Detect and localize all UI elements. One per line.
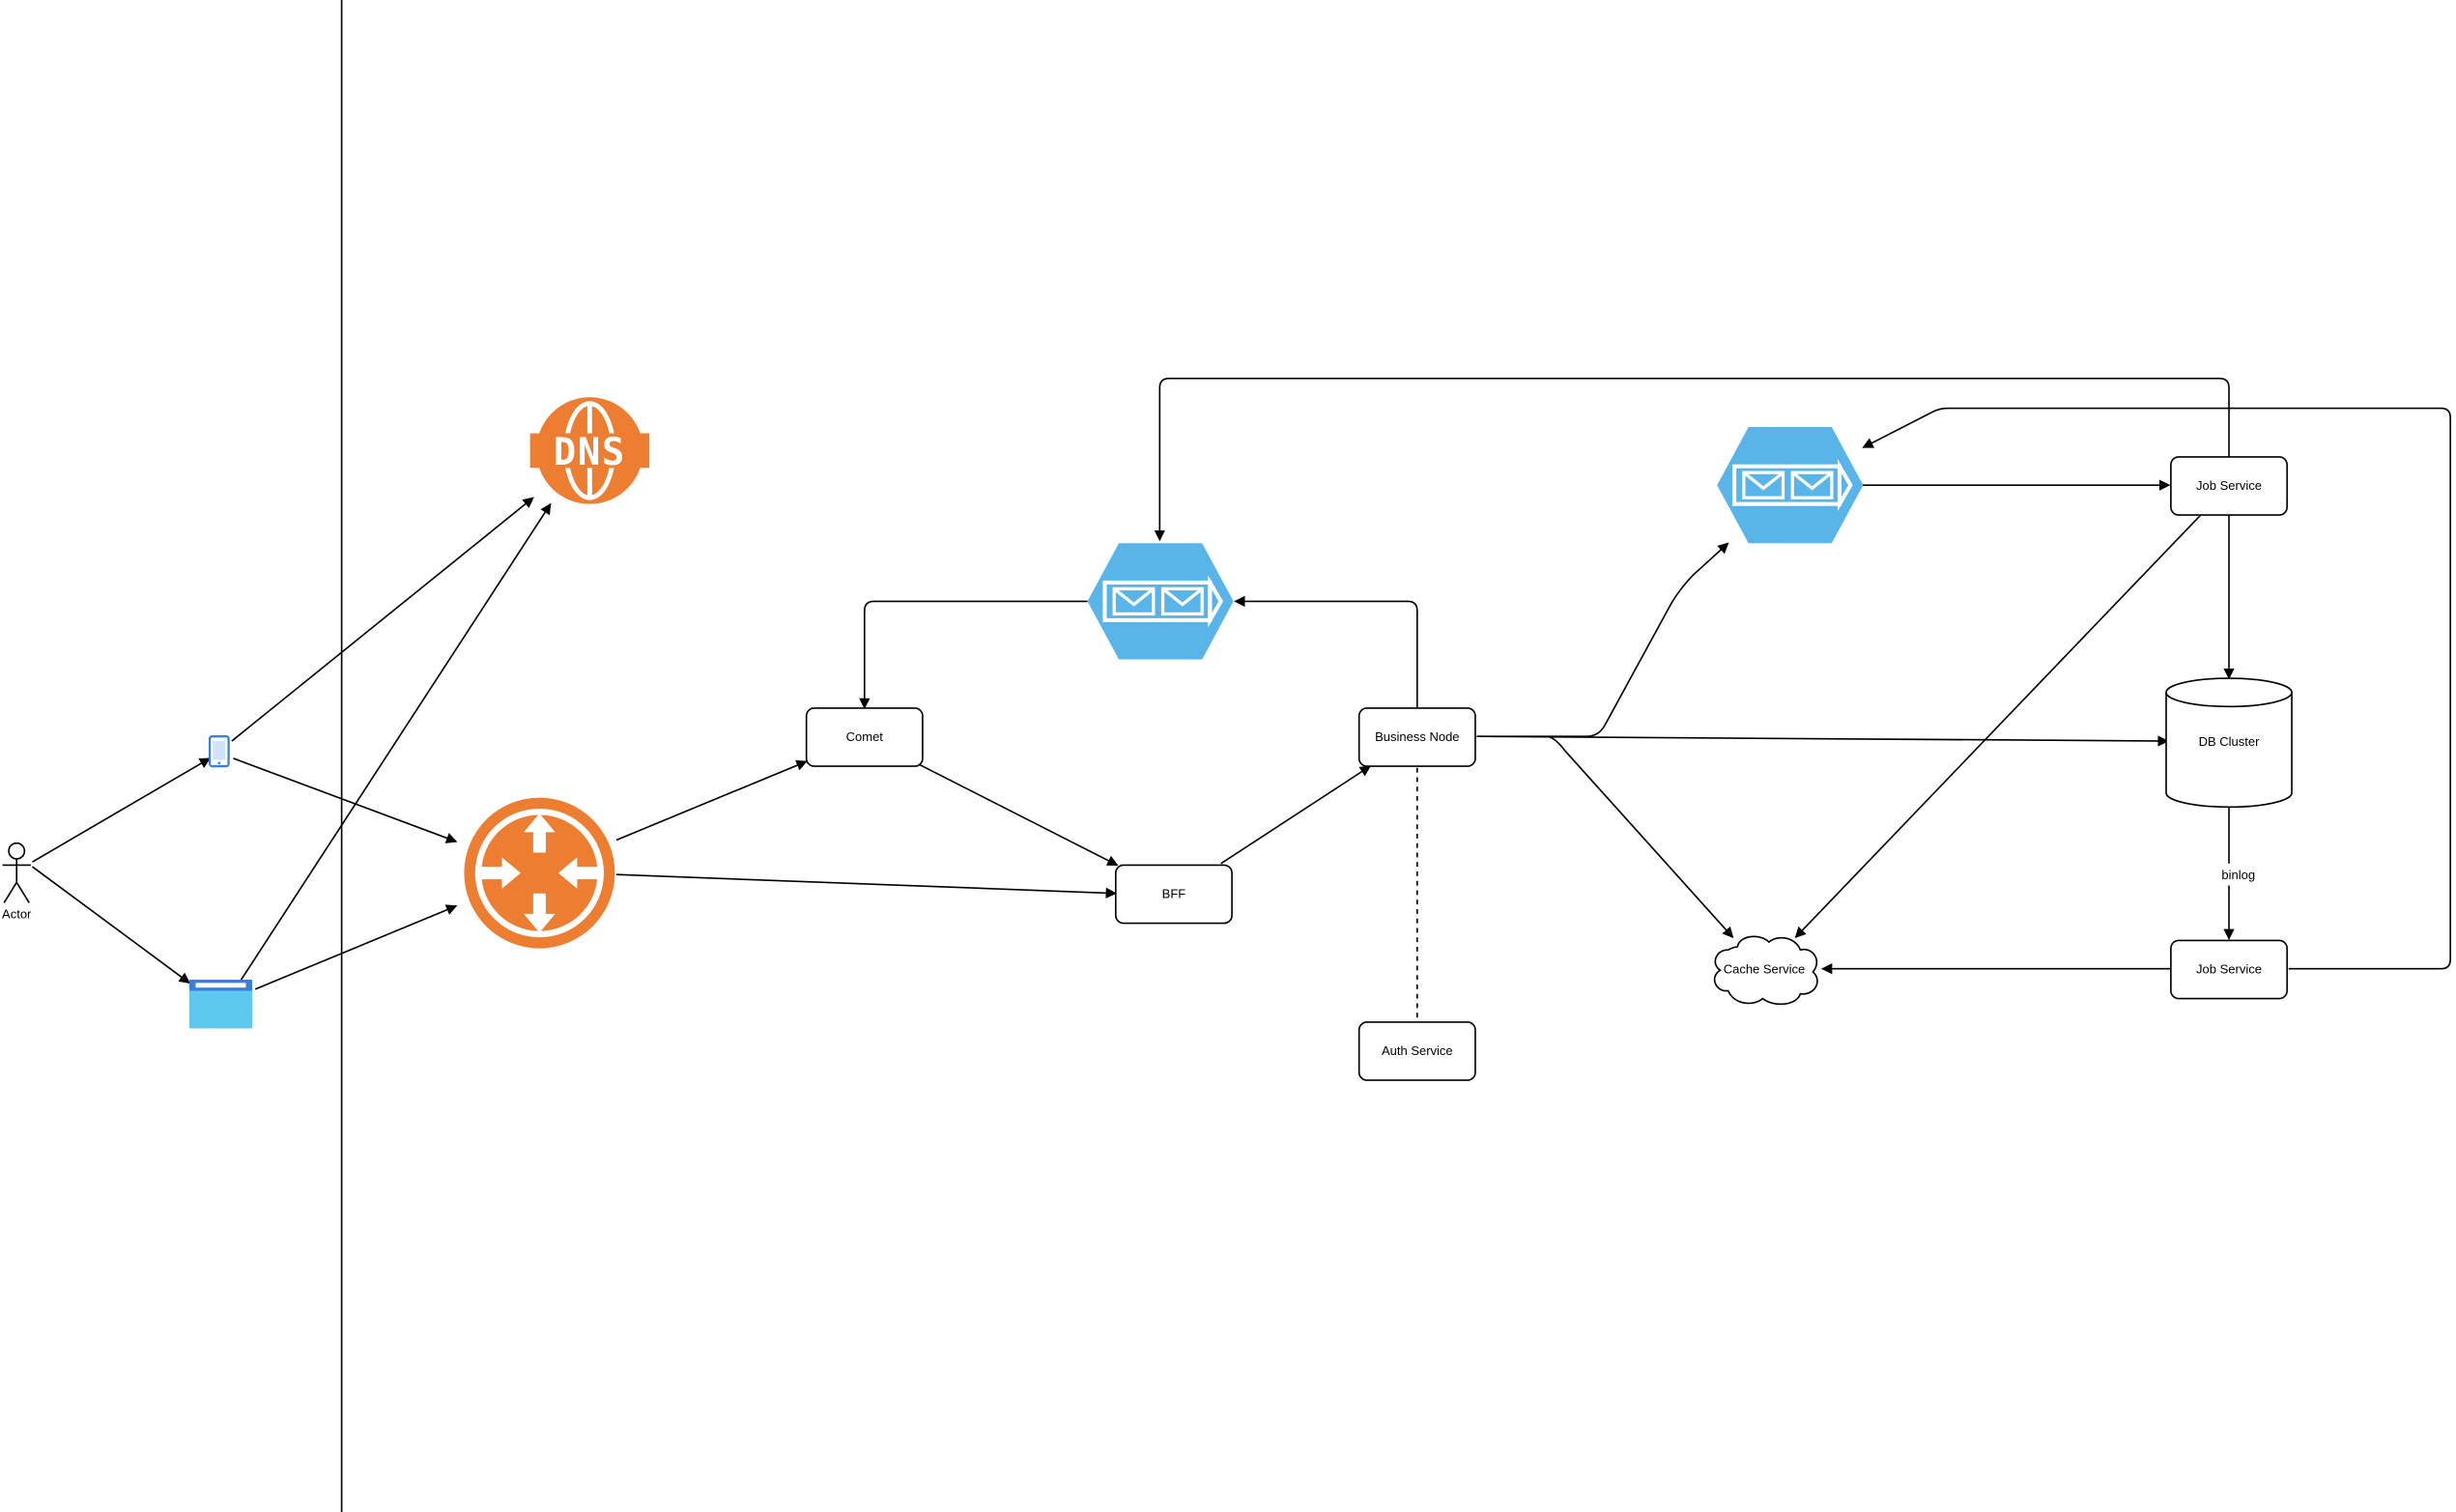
node-business-label: Business Node <box>1375 729 1459 744</box>
node-bff[interactable]: BFF <box>1114 864 1233 925</box>
dns-icon-text: DNS <box>554 431 626 474</box>
node-cache-service[interactable]: Cache Service <box>1713 935 1818 1006</box>
edge-router-comet <box>615 759 808 842</box>
actor-label: Actor <box>2 907 32 922</box>
edge-business-mqleft <box>1234 595 1418 708</box>
edge-business-mqright <box>1476 542 1729 737</box>
node-job-service-top[interactable]: Job Service <box>2170 456 2288 516</box>
node-job-service-bottom-label: Job Service <box>2196 962 2262 977</box>
node-bff-label: BFF <box>1162 887 1186 901</box>
edge-label-binlog: binlog <box>2221 868 2255 882</box>
edge-mobile-dns <box>231 497 534 742</box>
node-auth[interactable]: Auth Service <box>1357 1021 1476 1081</box>
edge-mqleft-comet <box>859 600 1088 710</box>
message-queue-icon-left <box>1087 543 1234 660</box>
edge-actor-browser <box>31 866 190 984</box>
edge-business-cache <box>1547 735 1734 939</box>
edge-business-db <box>1476 735 2169 747</box>
node-job-service-bottom[interactable]: Job Service <box>2170 939 2288 1000</box>
node-job-service-top-label: Job Service <box>2196 478 2262 493</box>
browser-window-icon <box>188 980 252 1029</box>
node-comet[interactable]: Comet <box>805 707 924 767</box>
node-db-cluster[interactable]: DB Cluster <box>2165 677 2293 809</box>
edges <box>31 377 2451 1022</box>
edge-browser-dns <box>240 502 552 981</box>
edge-comet-bff <box>919 763 1119 867</box>
edge-mobile-router <box>233 757 458 843</box>
edge-jobtop-mqleft <box>1154 377 2230 542</box>
node-db-cluster-label: DB Cluster <box>2199 734 2261 749</box>
edge-browser-router <box>254 904 458 990</box>
edge-jobbottom-mqright <box>1862 407 2451 970</box>
load-balancer-icon <box>464 797 615 949</box>
node-cache-service-label: Cache Service <box>1724 962 1806 977</box>
edge-jobtop-cache <box>1794 514 2202 939</box>
message-queue-icon-right <box>1717 427 1864 544</box>
edge-router-bff <box>615 873 1117 899</box>
edge-actor-mobile <box>32 757 212 863</box>
node-comet-label: Comet <box>846 729 884 744</box>
edge-bff-business <box>1220 765 1372 865</box>
node-business[interactable]: Business Node <box>1357 707 1476 767</box>
node-auth-label: Auth Service <box>1382 1043 1453 1058</box>
mobile-device-icon <box>208 735 230 768</box>
actor-icon <box>2 842 31 903</box>
dns-icon: DNS <box>529 397 650 504</box>
